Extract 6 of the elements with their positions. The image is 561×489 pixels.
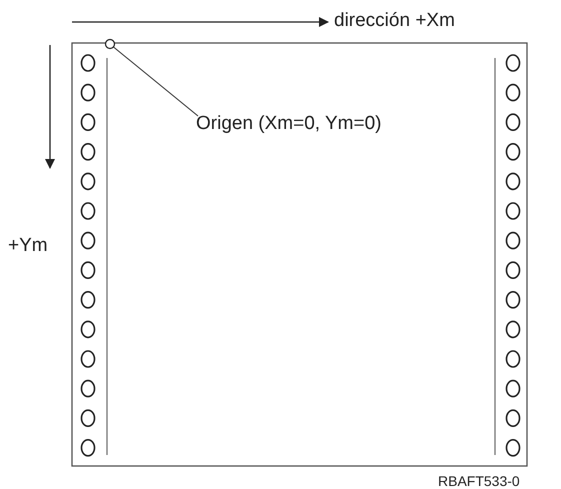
leader-line [113,46,198,116]
origin-label: Origen (Xm=0, Ym=0) [196,114,382,133]
axis-label: dirección +Xm [334,11,455,30]
figure-id: RBAFT533-0 [438,474,520,488]
axis-label: +Ym [8,236,48,255]
origin-circle [104,38,116,50]
